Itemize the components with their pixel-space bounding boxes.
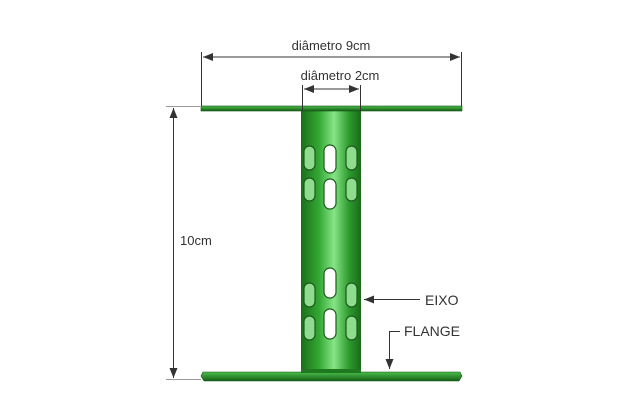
axle-label: EIXO (425, 292, 459, 308)
flange-pointer (385, 331, 400, 369)
axle-holes (303, 144, 358, 341)
height-label: 10cm (180, 233, 212, 248)
bottom-flange (200, 371, 463, 382)
inner-diameter-label: diâmetro 2cm (301, 68, 380, 83)
top-flange (200, 105, 463, 112)
outer-diameter-label: diâmetro 9cm (292, 38, 371, 53)
flange-label: FLANGE (404, 323, 460, 339)
